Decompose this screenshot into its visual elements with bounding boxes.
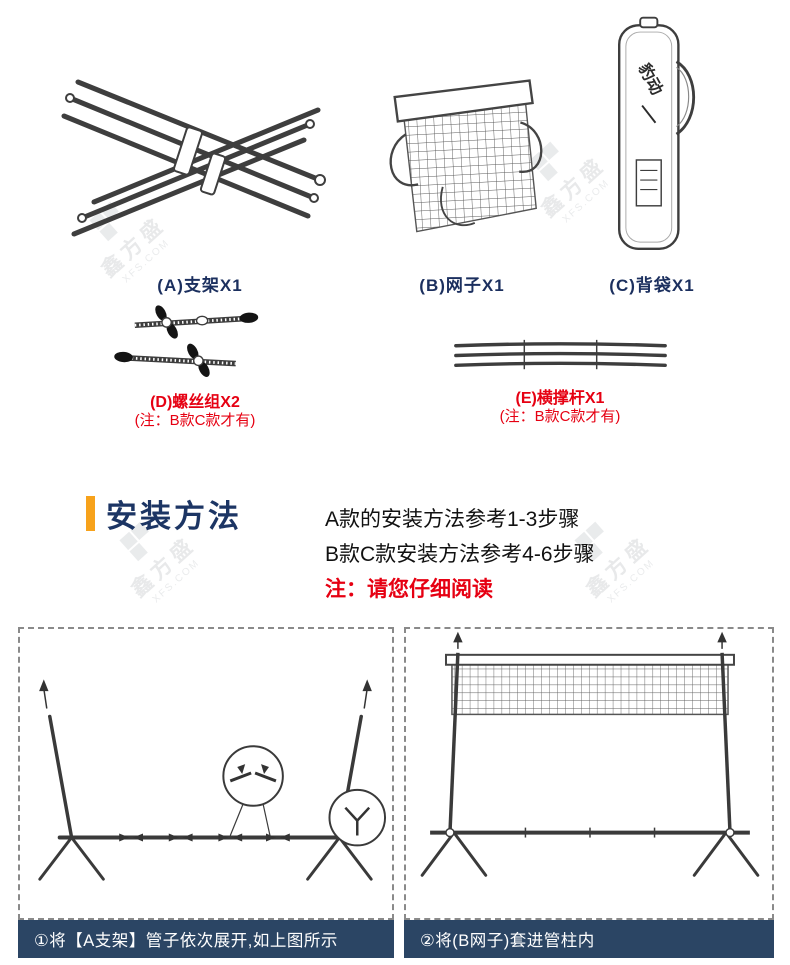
part-d-label: (D)螺丝组X2: [150, 394, 240, 411]
rods-illustration: [454, 339, 667, 370]
screws-illustration: [114, 305, 259, 377]
step1-diagram: [18, 627, 394, 920]
step1-panel: ①将【A支架】管子依次展开,如上图所示: [18, 627, 394, 958]
step2-caption: ②将(B网子)套进管柱内: [404, 920, 774, 958]
part-e-label: (E)横撑杆X1: [515, 390, 605, 407]
part-c-label: (C)背袋X1: [609, 276, 695, 295]
install-note-line3: 注：请您仔细阅读: [325, 578, 493, 601]
step2-panel: ②将(B网子)套进管柱内: [404, 627, 774, 958]
part-b-label: (B)网子X1: [419, 276, 505, 295]
install-title: 安装方法: [106, 499, 242, 534]
watermark-en: XFS.COM: [605, 557, 658, 606]
assembled-net-diagram: [420, 631, 760, 877]
net-illustration: [389, 79, 543, 233]
watermark-cn: 鑫方盛: [127, 532, 201, 602]
install-notes: A款的安装方法参考1-3步骤 B款C款安装方法参考4-6步骤 注：请您仔细阅读: [325, 502, 595, 607]
install-note-line1: A款的安装方法参考1-3步骤: [325, 508, 580, 531]
part-d-note: (注：B款C款才有): [134, 412, 256, 429]
part-e-note: (注：B款C款才有): [499, 408, 621, 425]
part-a-label: (A)支架X1: [157, 276, 243, 295]
bag-illustration: 豹动: [618, 16, 696, 250]
step2-diagram: [404, 627, 774, 920]
unfolded-frame-diagram: [38, 679, 387, 881]
brand-swoosh: [641, 104, 657, 124]
frame-illustration: [61, 79, 326, 237]
install-note-line2: B款C款安装方法参考4-6步骤: [325, 543, 595, 566]
accent-bar: [86, 496, 95, 531]
watermark-en: XFS.COM: [150, 557, 203, 606]
step1-caption: ①将【A支架】管子依次展开,如上图所示: [18, 920, 394, 958]
